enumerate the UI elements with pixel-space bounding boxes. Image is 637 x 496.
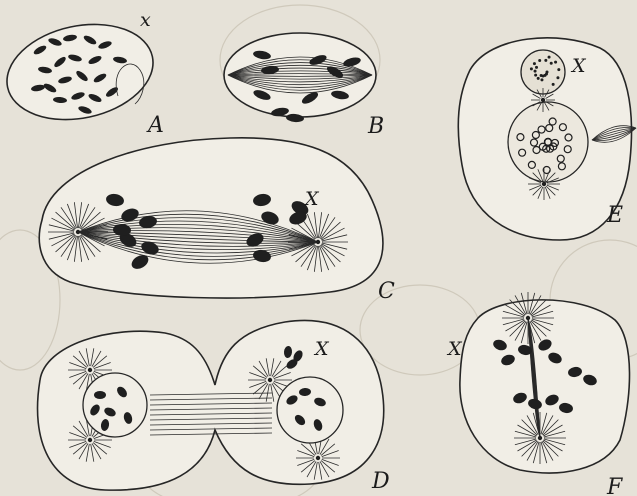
centrosome — [268, 378, 272, 382]
panel-c-label: C — [378, 279, 395, 304]
granule — [535, 66, 538, 69]
panel-a: A x — [0, 9, 164, 138]
granule — [538, 59, 541, 62]
panel-c: C X — [39, 138, 395, 304]
centrosome — [76, 230, 80, 234]
centrosome — [316, 456, 320, 460]
granule — [554, 61, 557, 64]
panel-e-label: E — [606, 203, 623, 228]
panel-d-label: D — [371, 469, 390, 494]
panel-a-label: A — [146, 113, 164, 138]
centrosome — [538, 436, 542, 440]
centrosome — [88, 438, 92, 442]
granule — [534, 70, 537, 73]
granule — [533, 62, 536, 65]
chromatin — [94, 391, 106, 399]
panel-b-label: B — [367, 114, 384, 139]
granule — [540, 74, 543, 77]
centrosome — [316, 240, 320, 244]
granule — [557, 68, 560, 71]
granule — [537, 77, 540, 80]
granule — [544, 59, 547, 62]
granule — [552, 83, 555, 86]
panel-d: D X — [38, 320, 390, 494]
panel-e-marker: X — [570, 55, 587, 77]
large-nucleus — [508, 102, 588, 182]
panel-f-marker: X — [446, 338, 463, 360]
panel-d-marker: X — [313, 338, 330, 360]
granule — [556, 76, 559, 79]
panel-f-label: F — [606, 475, 623, 496]
centrosome — [542, 182, 546, 186]
panel-a-marker: x — [140, 9, 151, 31]
centrosome — [88, 368, 92, 372]
nucleus — [277, 377, 343, 443]
panel-c-marker: X — [303, 188, 320, 210]
panel-e: E X — [458, 38, 636, 240]
granule — [530, 67, 533, 70]
granule — [548, 56, 551, 59]
centrosome — [541, 98, 545, 102]
nucleus — [83, 373, 147, 437]
cell-c — [39, 138, 383, 298]
small-nucleus — [521, 50, 565, 94]
cell-f — [460, 300, 630, 473]
panel-f: F X — [446, 292, 630, 496]
granule — [534, 74, 537, 77]
granule — [550, 62, 553, 65]
granule — [540, 78, 543, 81]
centrosome — [526, 316, 530, 320]
panel-b: B — [224, 33, 384, 139]
cell-b — [224, 33, 376, 117]
